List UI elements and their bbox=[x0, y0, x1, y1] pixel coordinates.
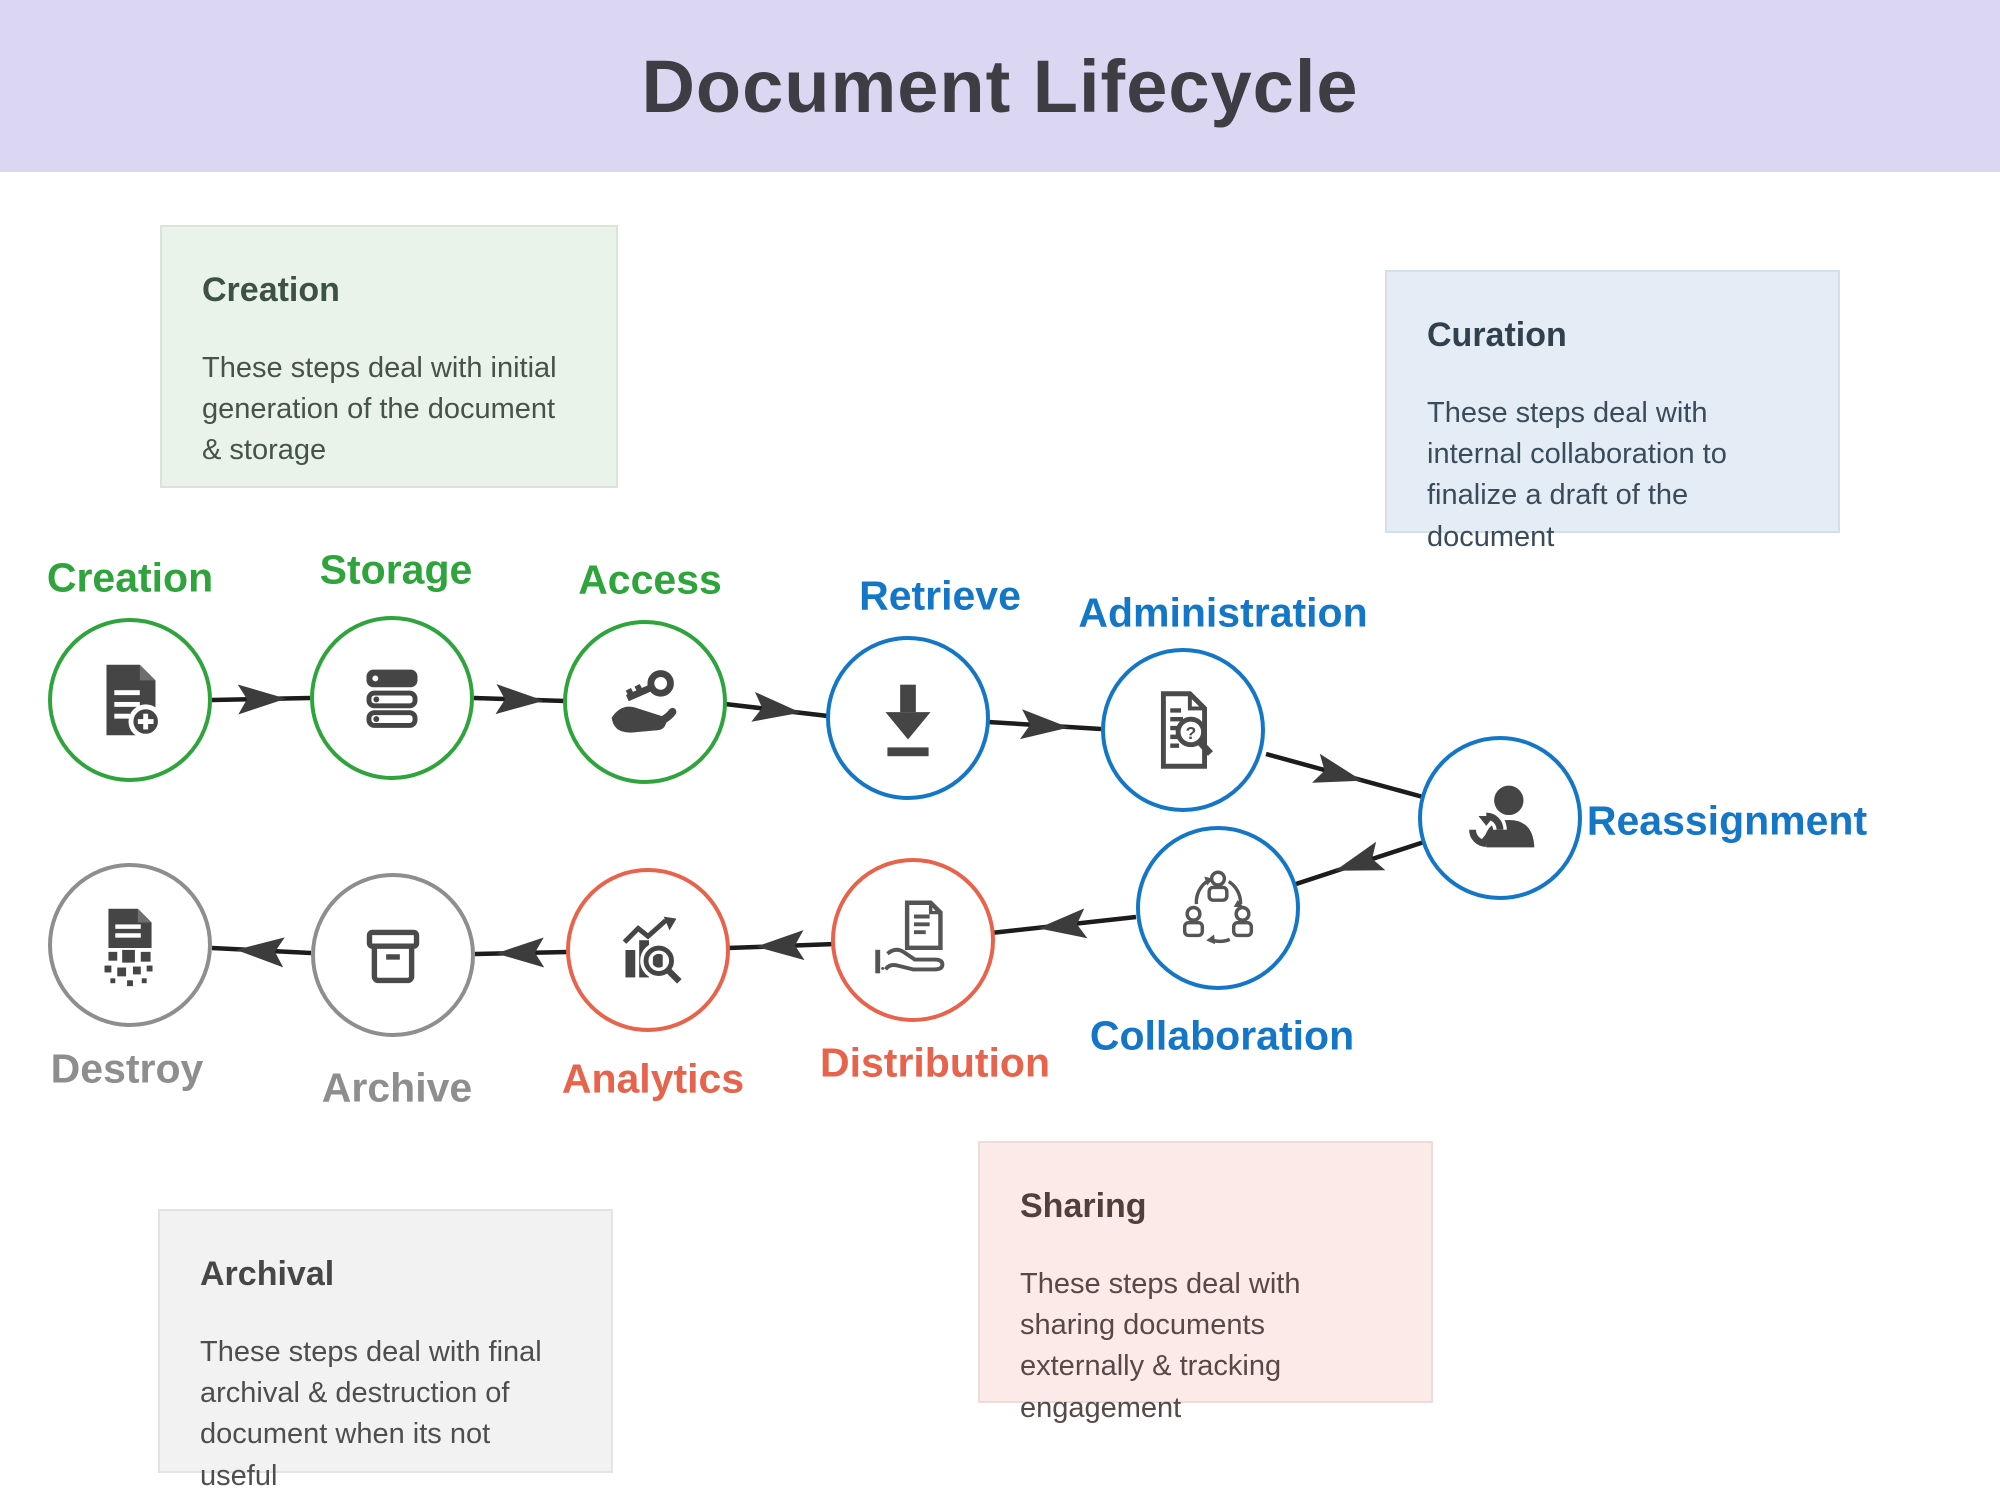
stage-label-storage: Storage bbox=[319, 546, 473, 593]
svg-text:?: ? bbox=[1185, 723, 1196, 743]
info-box-archival: Archival These steps deal with final arc… bbox=[158, 1209, 613, 1492]
stage-node-access bbox=[563, 620, 727, 784]
server-stack-icon bbox=[366, 669, 418, 728]
stage-node-distribution bbox=[831, 858, 995, 1022]
info-box-creation: Creation These steps deal with initial g… bbox=[160, 225, 618, 488]
stage-node-creation bbox=[48, 618, 212, 782]
arrow-archive-destroy bbox=[211, 937, 312, 968]
stage-label-collaboration: Collaboration bbox=[1089, 1012, 1355, 1059]
stage-label-analytics: Analytics bbox=[561, 1055, 745, 1102]
stage-node-reassignment bbox=[1418, 736, 1582, 900]
info-box-creation-title: Creation bbox=[202, 271, 340, 309]
download-icon bbox=[885, 684, 931, 757]
arrow-collaboration-distribution bbox=[990, 908, 1137, 939]
info-box-archival-title: Archival bbox=[200, 1255, 335, 1293]
stage-node-archive bbox=[311, 873, 475, 1037]
document-plus-icon bbox=[106, 664, 163, 739]
document-shred-icon bbox=[104, 908, 153, 987]
stage-label-creation: Creation bbox=[46, 554, 214, 601]
arrow-creation-storage bbox=[211, 684, 311, 715]
stage-node-retrieve bbox=[826, 636, 990, 800]
arrow-administration-reassignment bbox=[1265, 751, 1424, 800]
stage-node-storage bbox=[310, 616, 474, 780]
page-title: Document Lifecycle bbox=[641, 44, 1359, 128]
stage-label-distribution: Distribution bbox=[819, 1039, 1051, 1086]
people-cycle-icon bbox=[1182, 870, 1254, 945]
arrow-access-retrieve bbox=[724, 691, 829, 722]
info-box-sharing-body: These steps deal with sharing documents … bbox=[1020, 1268, 1301, 1424]
stage-label-archive: Archive bbox=[321, 1064, 473, 1111]
stage-node-collaboration bbox=[1136, 826, 1300, 990]
arrow-distribution-analytics bbox=[727, 930, 836, 961]
arrow-storage-access bbox=[473, 684, 566, 715]
header-banner: Document Lifecycle bbox=[0, 0, 2000, 172]
hand-document-icon bbox=[875, 900, 945, 974]
archive-box-icon bbox=[366, 929, 420, 984]
info-box-archival-body: These steps deal with final archival & d… bbox=[200, 1336, 542, 1492]
person-sync-icon bbox=[1465, 785, 1535, 851]
hand-key-icon bbox=[611, 670, 677, 733]
info-box-sharing: Sharing These steps deal with sharing do… bbox=[978, 1141, 1433, 1424]
stage-label-reassignment: Reassignment bbox=[1586, 797, 1868, 844]
stage-label-destroy: Destroy bbox=[50, 1045, 204, 1092]
arrow-retrieve-administration bbox=[987, 709, 1102, 740]
chart-magnifier-icon bbox=[622, 916, 684, 986]
stage-label-access: Access bbox=[578, 556, 722, 603]
arrow-analytics-archive bbox=[474, 937, 569, 968]
info-box-sharing-title: Sharing bbox=[1020, 1187, 1147, 1225]
document-search-icon: ? bbox=[1160, 691, 1213, 769]
stage-label-retrieve: Retrieve bbox=[859, 572, 1021, 619]
stage-label-administration: Administration bbox=[1078, 589, 1368, 636]
stage-node-destroy bbox=[48, 863, 212, 1027]
info-box-curation-body: These steps deal with internal collabora… bbox=[1427, 397, 1727, 553]
info-box-curation: Curation These steps deal with internal … bbox=[1385, 270, 1840, 553]
arrow-reassignment-collaboration bbox=[1295, 839, 1425, 887]
info-box-creation-body: These steps deal with initial generation… bbox=[202, 352, 557, 467]
stage-node-analytics bbox=[566, 868, 730, 1032]
stage-node-administration: ? bbox=[1101, 648, 1265, 812]
info-box-curation-title: Curation bbox=[1427, 316, 1567, 354]
